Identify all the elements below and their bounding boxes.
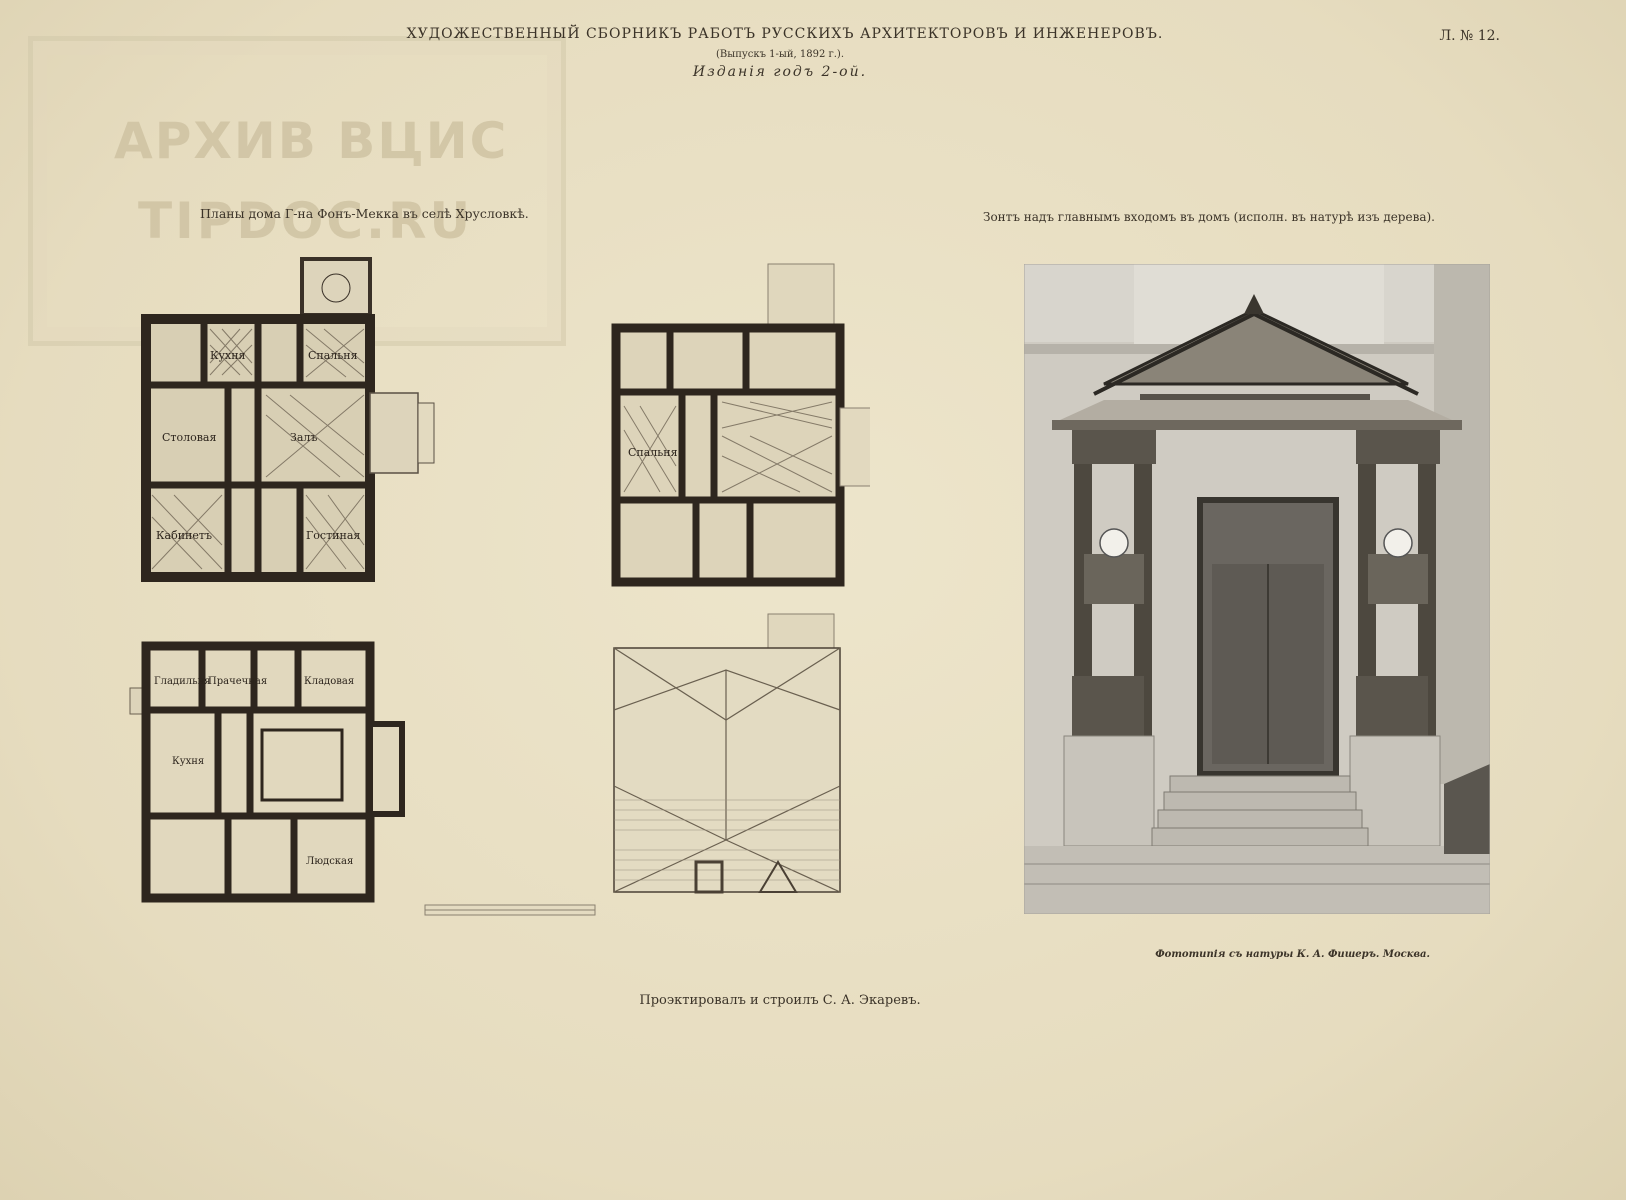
- room-label: Кабинетъ: [156, 529, 212, 542]
- room-label: Кухня: [172, 756, 204, 767]
- room-label: Гостиная: [306, 529, 360, 542]
- canopy-caption: Зонтъ надъ главнымъ входомъ въ домъ (исп…: [982, 210, 1435, 224]
- room-label: Гладильня: [154, 676, 211, 687]
- room-label: Залъ: [290, 431, 317, 444]
- watermark-line1: АРХИВ ВЦИС: [114, 112, 509, 170]
- publication-title: ХУДОЖЕСТВЕННЫЙ СБОРНИКЪ РАБОТЪ РУССКИХЪ …: [406, 26, 1164, 42]
- entrance-canopy-photo: [1024, 264, 1490, 914]
- room-label: Столовая: [162, 431, 216, 444]
- room-label: Кухня: [210, 349, 246, 362]
- room-label: Спальня: [628, 446, 678, 459]
- scale-bar: [424, 904, 596, 916]
- issue-line: (Выпускъ 1-ый, 1892 г.).: [716, 49, 844, 60]
- second-floor-plan: Спальня: [611, 263, 870, 587]
- author-credit: Проэктировалъ и строилъ С. А. Экаревъ.: [639, 993, 921, 1008]
- room-label: Спальня: [308, 349, 358, 362]
- plans-caption: Планы дома Г-на Фонъ-Мекка въ селѣ Хрусл…: [200, 206, 529, 221]
- sheet-number: Л. № 12.: [1439, 28, 1500, 44]
- first-floor-plan: Кухня Спальня Столовая Залъ Кабинетъ Гос…: [141, 257, 435, 582]
- basement-plan: Гладильня Прачечная Кладовая Кухня Людск…: [129, 641, 405, 903]
- edition-line: Изданія годъ 2-ой.: [692, 64, 868, 80]
- room-label: Людская: [306, 856, 353, 867]
- room-label: Кладовая: [304, 676, 354, 687]
- watermark-line2: TIPDOC.RU: [138, 192, 474, 250]
- roof-plan: [613, 613, 841, 894]
- photo-credit: Фототипія съ натуры К. А. Фишеръ. Москва…: [1155, 949, 1430, 960]
- room-label: Прачечная: [208, 676, 267, 687]
